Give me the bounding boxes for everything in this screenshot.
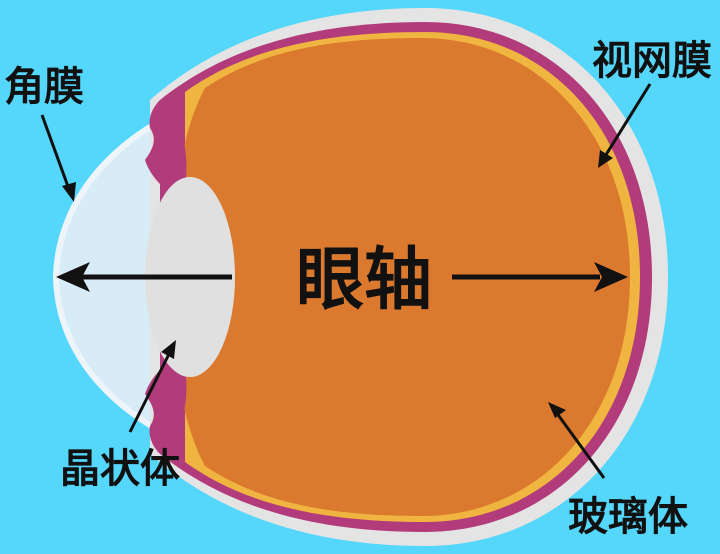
retina-pointer-arrow [598, 83, 652, 168]
lens-pointer-arrow [128, 340, 176, 433]
eye-axis-right-arrow [452, 262, 628, 292]
cornea-pointer-arrow [40, 114, 76, 202]
label-retina: 视网膜 [592, 38, 712, 84]
vitreous-body [172, 38, 630, 516]
label-lens: 晶状体 [60, 446, 180, 492]
label-eye-axis: 眼轴 [296, 241, 432, 320]
vitreous-pointer-arrow [548, 402, 606, 479]
label-cornea: 角膜 [4, 64, 84, 110]
eye-axis-left-arrow [56, 262, 232, 292]
iris-upper [145, 100, 187, 195]
label-vitreous: 玻璃体 [568, 494, 688, 540]
